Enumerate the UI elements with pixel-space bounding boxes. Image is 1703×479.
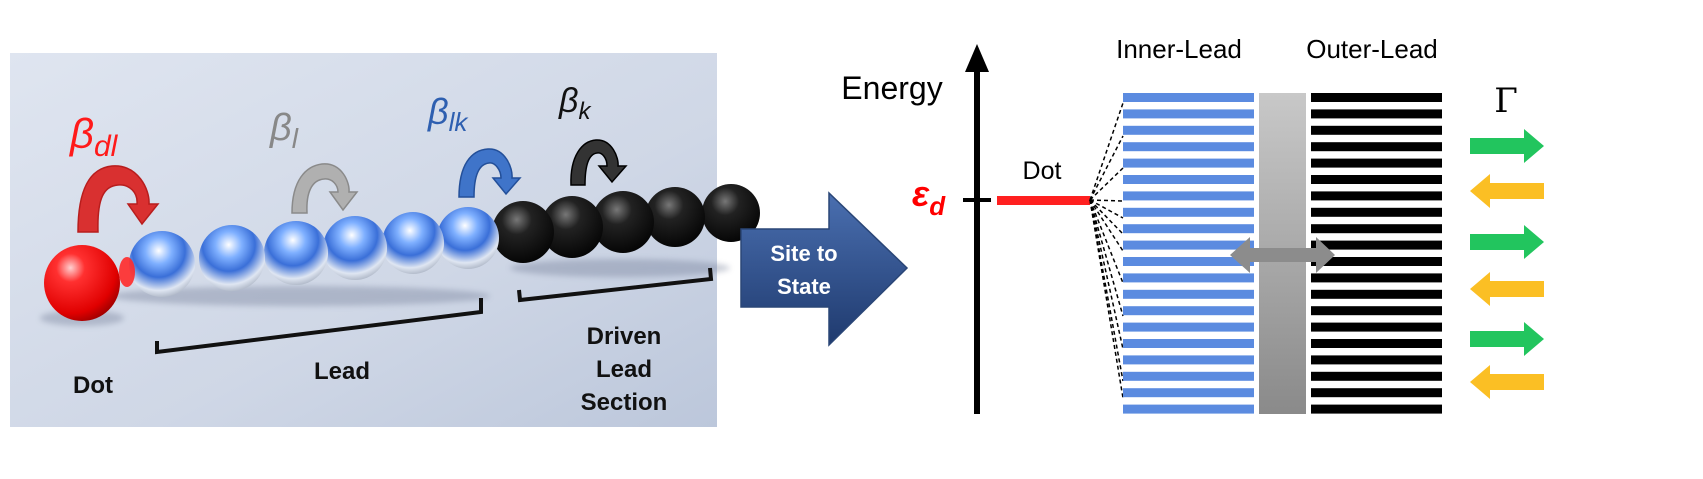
gamma-in-arrow	[1470, 174, 1544, 208]
site-to-state-line2: State	[777, 274, 831, 299]
dot-energy-label: εd	[912, 173, 946, 221]
inner-lead-label: Inner-Lead	[1116, 34, 1242, 64]
coupling-label-dot-lead: βdl	[68, 110, 119, 163]
coupling-line	[1089, 199, 1124, 219]
inner-lead-level	[1123, 371, 1254, 381]
outer-lead-level	[1311, 93, 1442, 102]
outer-lead-level	[1311, 404, 1442, 414]
coupling-line	[1089, 199, 1124, 252]
inner-lead-level	[1123, 289, 1254, 299]
inner-lead-level	[1123, 158, 1254, 168]
outer-lead-level	[1311, 207, 1442, 217]
outer-lead-level	[1311, 371, 1442, 381]
outer-lead-level	[1311, 388, 1442, 398]
inner-lead-level	[1123, 339, 1254, 348]
inner-lead-level	[1123, 175, 1254, 184]
driven-region-label-line2: Lead	[596, 356, 652, 383]
inner-lead-level	[1123, 257, 1254, 266]
coupling-line	[1089, 199, 1124, 382]
dot-level	[997, 196, 1090, 205]
inner-lead-level	[1123, 306, 1254, 316]
outer-lead-levels	[1311, 93, 1442, 414]
outer-lead-level	[1311, 289, 1442, 299]
outer-lead-level	[1311, 273, 1442, 283]
dot-level-label: Dot	[1023, 157, 1062, 185]
inner-lead-level	[1123, 109, 1254, 119]
coupling-line	[1089, 199, 1124, 399]
outer-lead-level	[1311, 339, 1442, 348]
inner-lead-level	[1123, 273, 1254, 283]
gamma-in-arrow	[1470, 365, 1544, 399]
site-to-state-arrow: Site to State	[740, 191, 909, 347]
coupling-line	[1089, 167, 1124, 201]
inner-lead-level	[1123, 207, 1254, 217]
coupling-line	[1089, 199, 1124, 235]
exchange-arrow	[1230, 237, 1335, 273]
driven-region-label-line1: Driven	[587, 323, 662, 350]
coupling-line	[1089, 199, 1124, 202]
inner-lead-level	[1123, 224, 1254, 234]
outer-lead-level	[1311, 257, 1442, 266]
gamma-out-arrow	[1470, 322, 1544, 356]
hop-arrow-lead	[291, 163, 359, 214]
outer-lead-level	[1311, 191, 1442, 201]
outer-lead-level	[1311, 306, 1442, 316]
outer-lead-level	[1311, 224, 1442, 234]
coupling-label-lead-driven: βlk	[427, 91, 469, 137]
outer-lead-label: Outer-Lead	[1306, 34, 1438, 64]
inner-lead-level	[1123, 191, 1254, 201]
inner-lead-levels	[1123, 93, 1254, 414]
gamma-out-arrow	[1470, 129, 1544, 163]
coupling-line	[1089, 102, 1124, 201]
coupling-line	[1089, 199, 1124, 350]
lead-region-label: Lead	[314, 358, 370, 385]
lead-sphere-chain	[129, 207, 499, 297]
outer-lead-level	[1311, 142, 1442, 152]
coupling-label-driven: βk	[558, 82, 592, 125]
outer-lead-level	[1311, 125, 1442, 135]
lead-bracket	[155, 298, 483, 355]
outer-lead-level	[1311, 158, 1442, 168]
energy-diagram: Energy εd Dot Inner-Lead Outer-Lead Γ	[841, 34, 1544, 414]
inner-lead-level	[1123, 404, 1254, 414]
inner-lead-level	[1123, 142, 1254, 152]
dot-sphere	[44, 245, 135, 321]
outer-lead-level	[1311, 109, 1442, 119]
coupling-line	[1089, 199, 1124, 284]
outer-lead-level	[1311, 175, 1442, 184]
gamma-label: Γ	[1494, 81, 1518, 121]
coupling-line	[1089, 199, 1124, 317]
hop-arrow-dot-lead	[77, 165, 160, 233]
inner-lead-level	[1123, 125, 1254, 135]
hop-arrow-driven	[570, 139, 628, 186]
coupling-label-lead: βl	[269, 107, 299, 154]
coupling-line	[1089, 135, 1124, 201]
chain-panel: βdl βl βlk βk Dot Lead Driven Lead Secti…	[10, 53, 760, 427]
inner-lead-level	[1123, 93, 1254, 102]
outer-lead-level	[1311, 240, 1442, 250]
dot-lead-couplings	[1089, 102, 1124, 399]
outer-lead-level	[1311, 355, 1442, 365]
inner-lead-level	[1123, 388, 1254, 398]
site-to-state-line1: Site to	[770, 241, 837, 266]
dot-region-label: Dot	[73, 372, 113, 399]
inner-lead-level	[1123, 240, 1254, 250]
inner-lead-level	[1123, 355, 1254, 365]
hop-arrow-lead-driven	[458, 148, 522, 198]
driven-region-label-line3: Section	[581, 389, 668, 416]
driven-sphere-chain	[492, 184, 760, 263]
gamma-out-arrow	[1470, 225, 1544, 259]
outer-lead-level	[1311, 322, 1442, 332]
driven-bracket	[517, 267, 714, 303]
inner-lead-level	[1123, 322, 1254, 332]
energy-axis-arrowhead	[965, 44, 989, 72]
gamma-arrows	[1470, 129, 1544, 399]
energy-axis-label: Energy	[841, 70, 942, 106]
gamma-in-arrow	[1470, 272, 1544, 306]
